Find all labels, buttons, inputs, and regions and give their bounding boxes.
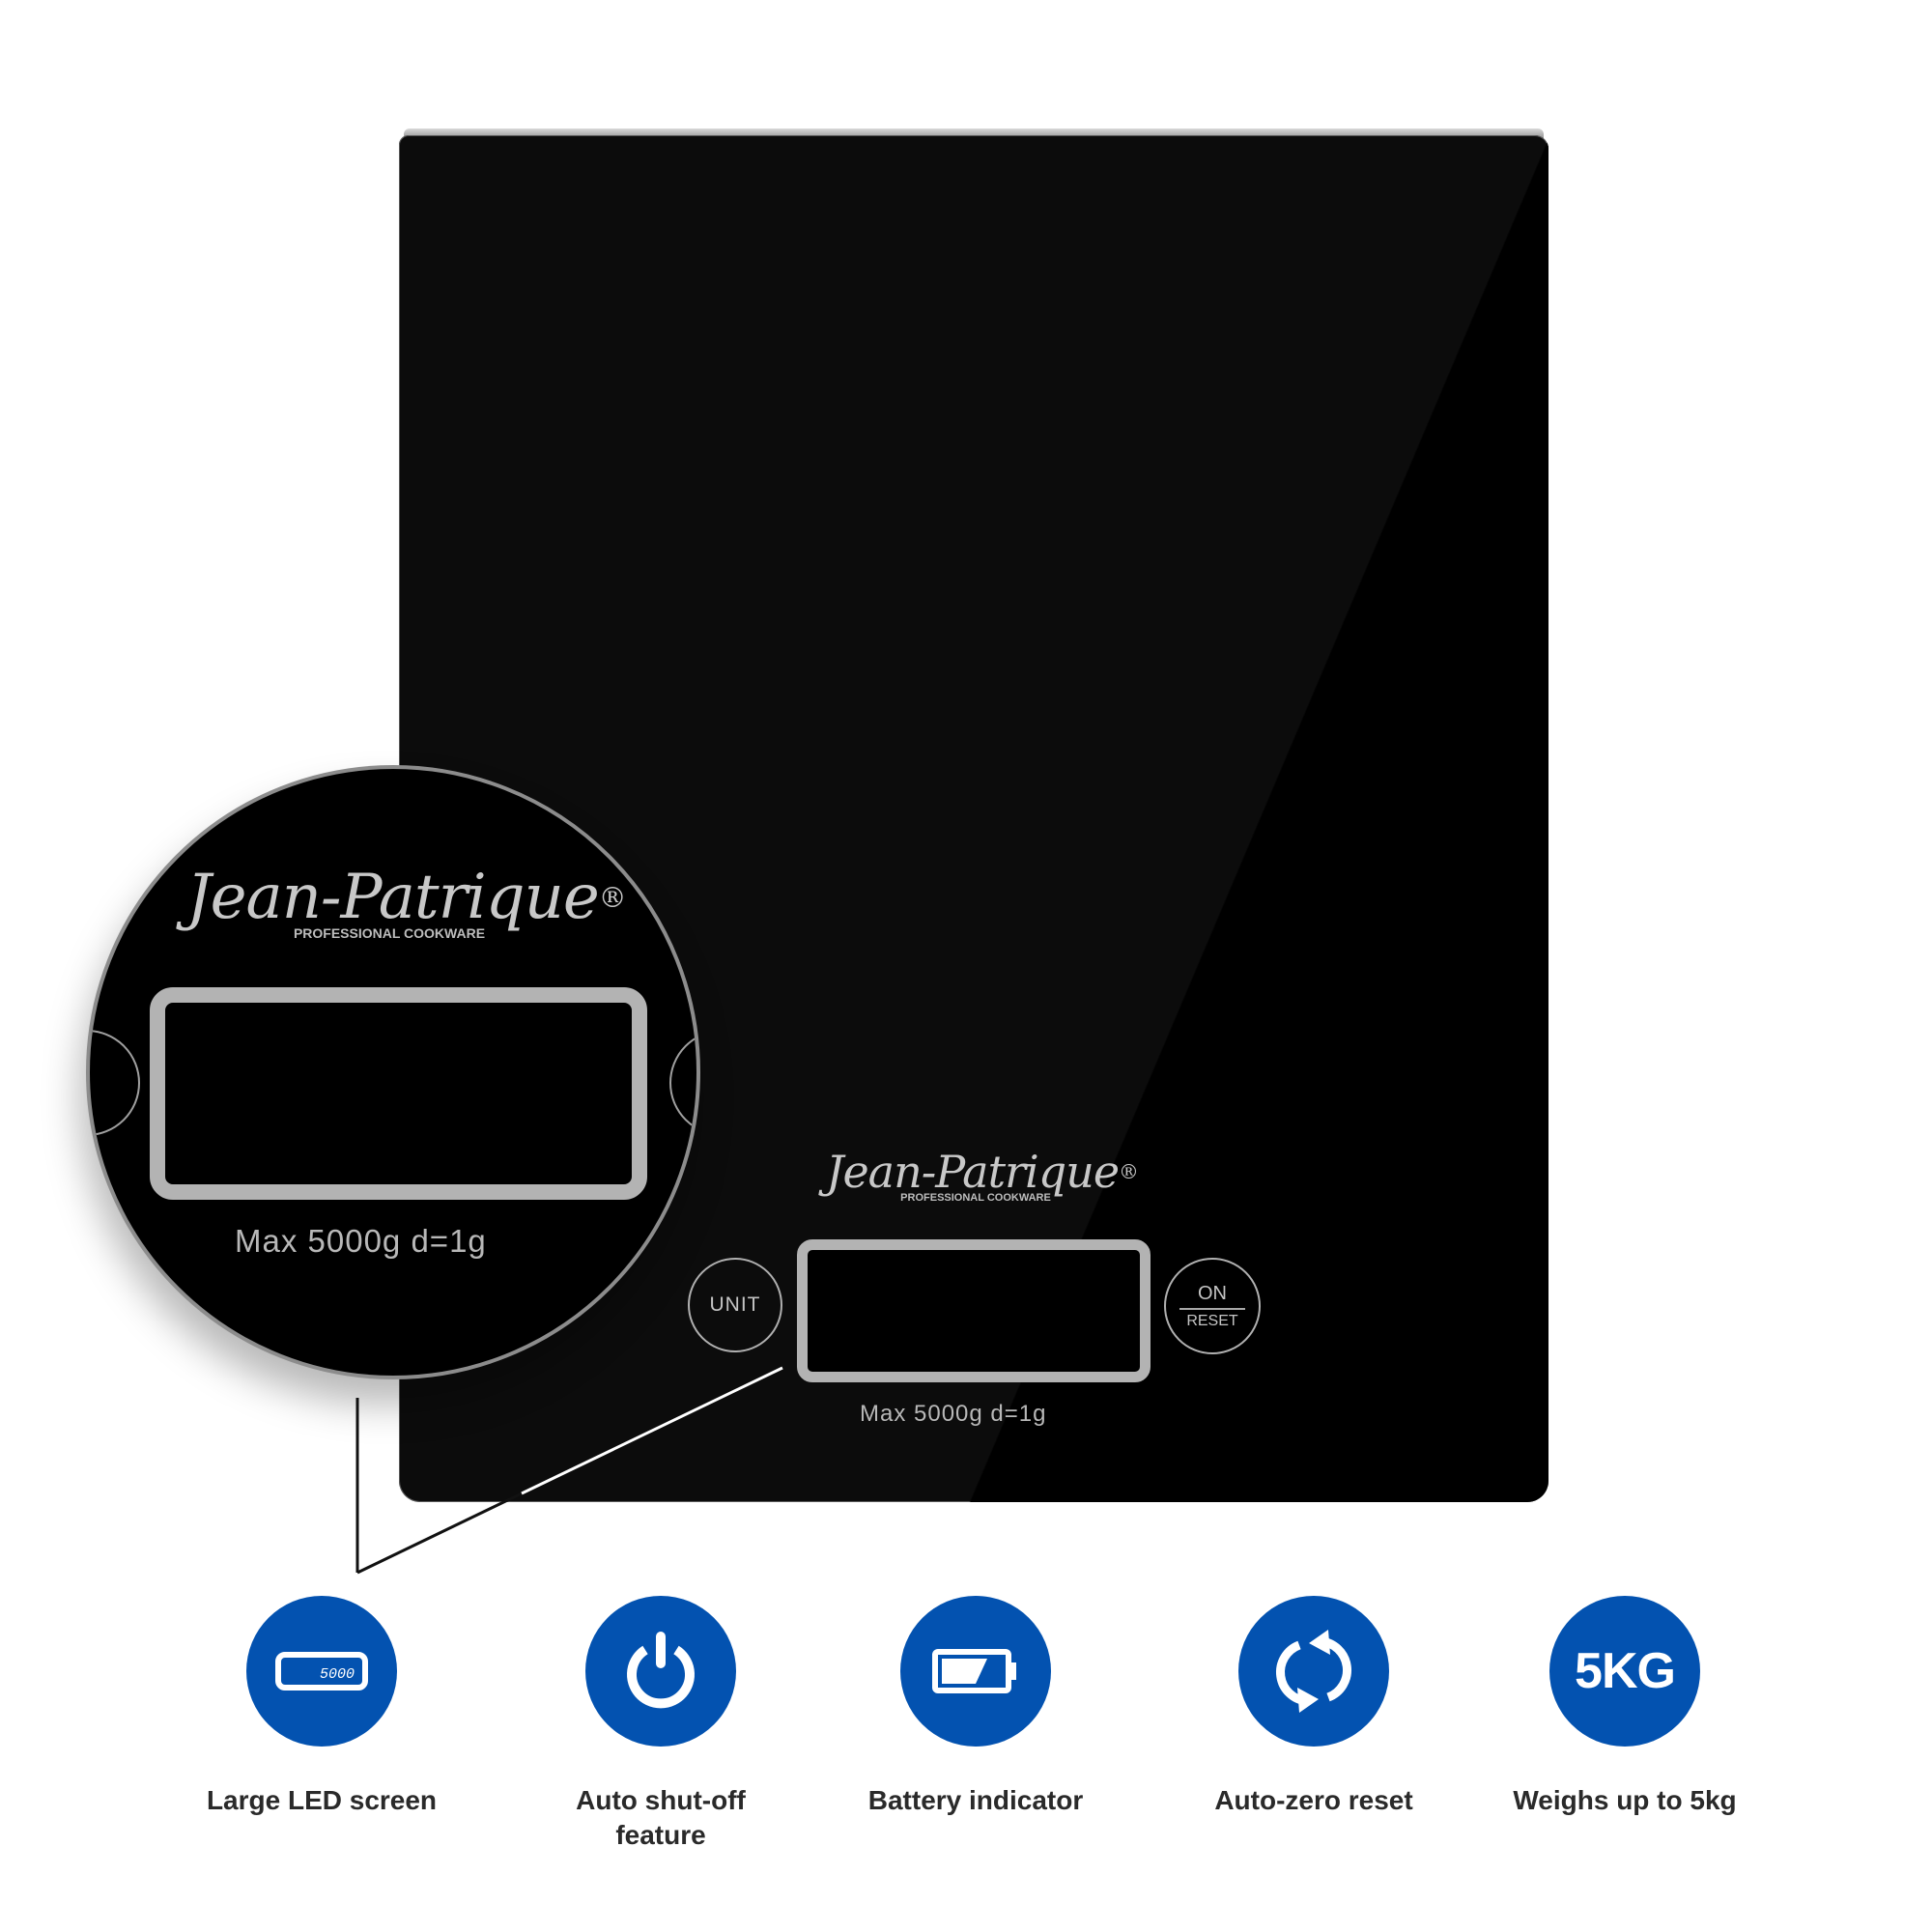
on-reset-button-partial [669, 1030, 696, 1136]
feature-large-led-screen: 5000 Large LED screen [177, 1596, 467, 1818]
button-divider [1179, 1307, 1245, 1310]
brand-logo: Jean-Patrique® PROFESSIONAL COOKWARE [826, 1146, 1139, 1204]
led-icon-value: 5000 [320, 1666, 355, 1683]
refresh-icon [1238, 1596, 1389, 1747]
magnified-registered-mark: ® [598, 881, 627, 914]
capacity-text: Max 5000g d=1g [860, 1401, 1047, 1427]
magnifier-closeup: Jean-Patrique® PROFESSIONAL COOKWARE Max… [86, 765, 700, 1379]
unit-button[interactable]: UNIT [688, 1258, 782, 1352]
brand-tagline: PROFESSIONAL COOKWARE [900, 1192, 1051, 1204]
on-reset-button[interactable]: ON RESET [1164, 1258, 1261, 1354]
reset-label: RESET [1186, 1312, 1238, 1329]
power-icon [585, 1596, 736, 1747]
on-label: ON [1198, 1282, 1227, 1304]
magnified-lcd-display [150, 987, 647, 1200]
magnified-brand-tagline: PROFESSIONAL COOKWARE [293, 925, 486, 941]
feature-label: Battery indicator [867, 1785, 1084, 1815]
feature-label: Auto-zero reset [1214, 1785, 1413, 1815]
feature-auto-shut-off: Auto shut-off feature [516, 1596, 806, 1853]
feature-label: Weighs up to 5kg [1513, 1785, 1737, 1815]
unit-button-label: UNIT [709, 1293, 761, 1316]
battery-icon [900, 1596, 1051, 1747]
feature-battery-indicator: Battery indicator [831, 1596, 1121, 1818]
magnified-brand-name: Jean-Patrique [186, 862, 600, 933]
feature-auto-zero-reset: Auto-zero reset [1169, 1596, 1459, 1818]
led-screen-icon: 5000 [246, 1596, 397, 1747]
magnified-capacity-text: Max 5000g d=1g [235, 1223, 487, 1259]
registered-mark: ® [1119, 1160, 1139, 1183]
weight-icon-value: 5KG [1575, 1643, 1676, 1699]
brand-name: Jean-Patrique [826, 1146, 1120, 1198]
feature-weighs-up-to-5kg: 5KG Weighs up to 5kg [1480, 1596, 1770, 1818]
feature-label: Auto shut-off feature [576, 1785, 746, 1850]
weight-5kg-icon: 5KG [1549, 1596, 1700, 1747]
unit-button-partial [90, 1030, 140, 1136]
magnified-brand-logo: Jean-Patrique® PROFESSIONAL COOKWARE [186, 864, 627, 941]
lcd-display [797, 1239, 1151, 1382]
feature-label: Large LED screen [206, 1785, 438, 1815]
